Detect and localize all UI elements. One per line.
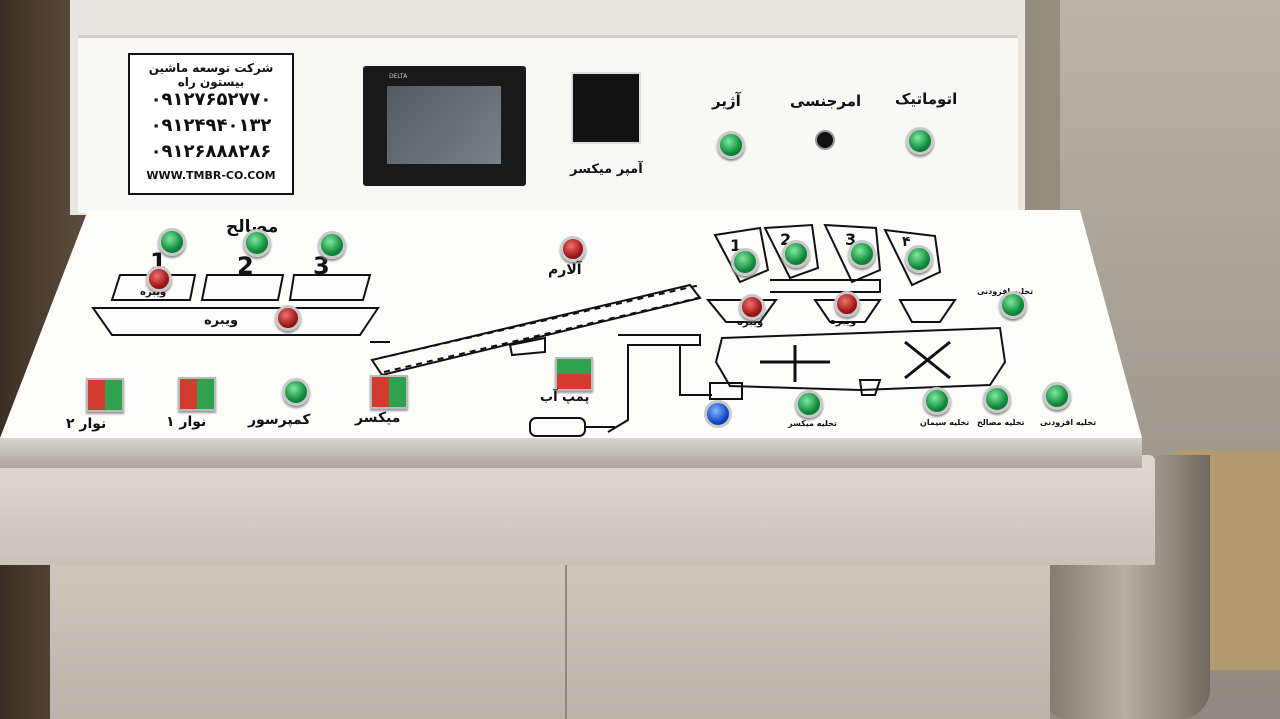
silo-2-shape — [763, 223, 820, 280]
company-logo-box: شرکت توسعه ماشین بیستون راه ۰۹۱۲۷۶۵۲۷۷۰ … — [128, 53, 294, 195]
silo-manifold — [770, 279, 881, 293]
silo-number-3: 3 — [845, 230, 857, 249]
water-pump-label: پمپ آب — [540, 390, 590, 405]
silo-3-switch[interactable] — [848, 240, 876, 268]
mixer-plus-mark — [760, 345, 830, 382]
emergency-indicator[interactable] — [815, 130, 835, 150]
mixer-discharge-button[interactable] — [795, 390, 823, 418]
additive-discharge-top-label: تخلیه افزودنی — [977, 287, 1034, 296]
company-website: WWW.TMBR-CO.COM — [146, 169, 276, 182]
hopper-3-shape — [288, 274, 372, 301]
ammeter-label: آمپر میکسر — [570, 162, 643, 177]
water-weigh-shape — [898, 299, 957, 323]
pump-shape — [529, 417, 586, 437]
additive-vibrator-label: ویبره — [830, 316, 857, 327]
pump-pipe-shape — [679, 345, 712, 396]
water-pump-switch[interactable] — [555, 357, 593, 391]
conveyor-rollers-top — [379, 284, 701, 359]
conveyor-shape — [370, 283, 702, 377]
silo-4-switch[interactable] — [905, 245, 933, 273]
hmi-brand: DELTA — [389, 73, 408, 80]
hopper-number-3: 3 — [313, 252, 330, 280]
silo-number-2: 2 — [780, 230, 792, 249]
alarm-label: آلارم — [548, 262, 582, 278]
mixer-switch[interactable] — [370, 375, 408, 409]
mixer-label: میکسر — [355, 410, 401, 426]
mixer-discharge-label: تخلیه میکسر — [788, 419, 837, 428]
cement-vibrator-label: ویبره — [737, 317, 764, 328]
phone-2: ۰۹۱۲۴۹۴۰۱۳۲ — [150, 115, 272, 136]
hopper-number-2: 2 — [237, 252, 254, 280]
material-3-button[interactable] — [318, 231, 346, 259]
silo-1-switch[interactable] — [731, 248, 759, 276]
silo-3-shape — [823, 223, 882, 284]
material-1-button[interactable] — [158, 228, 186, 256]
phone-3: ۰۹۱۲۶۸۸۸۲۸۶ — [150, 141, 272, 162]
cement-discharge-button[interactable] — [923, 387, 951, 415]
siren-button[interactable] — [717, 131, 745, 159]
hmi-touchscreen[interactable]: DELTA — [363, 66, 526, 186]
belt-vibrator-label: ویبره — [204, 313, 239, 328]
additive-vibrator-button[interactable] — [834, 291, 860, 317]
phone-1: ۰۹۱۲۷۶۵۲۷۷۰ — [150, 89, 272, 110]
hopper-2-shape — [200, 274, 285, 301]
cabinet-door — [50, 560, 567, 719]
compressor-switch[interactable] — [282, 378, 310, 406]
hmi-display[interactable] — [387, 86, 501, 164]
hopper-vibrator-label: ویبره — [140, 287, 167, 298]
mixer-ammeter — [571, 72, 641, 144]
additive-discharge-top-button[interactable] — [999, 291, 1027, 319]
belt-vibrator-button[interactable] — [275, 305, 301, 331]
silo-number-1: 1 — [730, 236, 742, 255]
belt-1-switch[interactable] — [178, 377, 216, 411]
mixer-cross-mark — [904, 340, 951, 380]
siren-label: آژیر — [712, 92, 741, 110]
mixer-outlet — [858, 379, 882, 396]
belt-2-switch[interactable] — [86, 378, 124, 412]
cabinet-ledge — [0, 455, 1155, 565]
alarm-button[interactable] — [560, 236, 586, 262]
company-name: شرکت توسعه ماشین بیستون راه — [148, 61, 274, 89]
materials-discharge-button[interactable] — [983, 385, 1011, 413]
silo-2-switch[interactable] — [782, 240, 810, 268]
material-2-button[interactable] — [243, 229, 271, 257]
automatic-label: اتوماتیک — [895, 90, 958, 108]
additive-discharge-button[interactable] — [1043, 382, 1071, 410]
additive-discharge-label: تخلیه افزودنی — [1040, 418, 1097, 427]
desk-edge — [0, 438, 1142, 468]
belt-2-label: نوار ۲ — [66, 416, 107, 432]
emergency-label: امرجنسی — [790, 92, 862, 110]
materials-discharge-label: تخلیه مصالح — [977, 418, 1025, 427]
silo-4-shape — [883, 228, 942, 287]
hopper-vibrator-button[interactable] — [146, 266, 172, 292]
cement-vibrator-button[interactable] — [739, 294, 765, 320]
blue-indicator-button[interactable] — [704, 400, 732, 428]
mixer-body-shape — [714, 326, 1007, 392]
automatic-switch[interactable] — [906, 127, 934, 155]
belt-1-label: نوار ۱ — [166, 414, 207, 430]
compressor-label: کمپرسور — [248, 412, 311, 428]
water-tank-shape — [709, 382, 743, 400]
silo-number-4: ۴ — [902, 234, 911, 250]
water-pipe-shape — [607, 334, 701, 433]
conveyor-arrow — [508, 336, 546, 357]
cement-discharge-label: تخلیه سیمان — [920, 418, 970, 427]
